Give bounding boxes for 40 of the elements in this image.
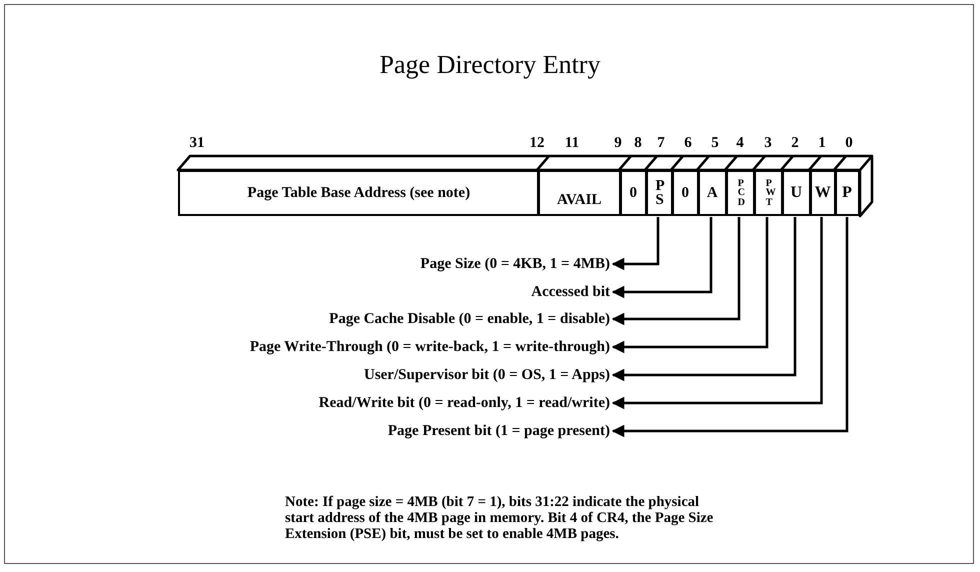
note-text: Note: If page size = 4MB (bit 7 = 1), bits 31:22 indicate the physical start address of the 4MB page in memory. Bit 4 of CR4, the Page Size Extension (PSE) bit, must be set to enable 4MB pages. xyxy=(285,494,714,542)
bit-number: 8 xyxy=(634,134,642,152)
bit-number: 31 xyxy=(190,134,204,152)
field-description: Read/Write bit (0 = read-only, 1 = read/write) xyxy=(318,393,610,413)
bit-number: 2 xyxy=(791,134,799,152)
arrow xyxy=(612,217,848,438)
bit-number: 3 xyxy=(764,134,772,152)
bit-number: 0 xyxy=(845,134,853,152)
title: Page Directory Entry xyxy=(378,50,602,80)
bit-field: P W T xyxy=(753,170,784,216)
bit-field: U xyxy=(781,170,812,216)
bit-number: 6 xyxy=(684,134,692,152)
bit-number: 1 xyxy=(818,134,826,152)
bit-number: 5 xyxy=(711,134,719,152)
bit-field: 0 xyxy=(619,170,648,216)
arrow xyxy=(612,217,823,410)
bit-field: AVAIL xyxy=(537,170,622,216)
bit-number: 7 xyxy=(657,134,665,152)
bit-field: Page Table Base Address (see note) xyxy=(178,170,540,216)
bit-number: 9 xyxy=(614,134,622,152)
field-description: Page Present bit (1 = page present) xyxy=(388,421,610,441)
bit-field: A xyxy=(697,170,728,216)
field-description: User/Supervisor bit (0 = OS, 1 = Apps) xyxy=(364,365,610,385)
bit-field: 0 xyxy=(671,170,700,216)
field-description: Page Size (0 = 4KB, 1 = 4MB) xyxy=(420,254,610,274)
bit-number: 4 xyxy=(736,134,744,152)
field-description: Page Cache Disable (0 = enable, 1 = disable) xyxy=(329,309,610,329)
field-description: Page Write-Through (0 = write-back, 1 = write-through) xyxy=(250,337,610,357)
arrow xyxy=(612,217,712,298)
bit-field: P S xyxy=(645,170,674,216)
bit-field: P xyxy=(834,170,860,216)
bit-number: 12 xyxy=(530,134,544,152)
bit-field: P C D xyxy=(725,170,756,216)
arrow xyxy=(612,217,768,354)
arrow xyxy=(612,217,796,382)
bit-number: 11 xyxy=(564,134,580,152)
bit-field: W xyxy=(809,170,836,216)
arrow xyxy=(612,217,660,270)
field-description: Accessed bit xyxy=(531,282,610,302)
arrow xyxy=(612,217,740,326)
